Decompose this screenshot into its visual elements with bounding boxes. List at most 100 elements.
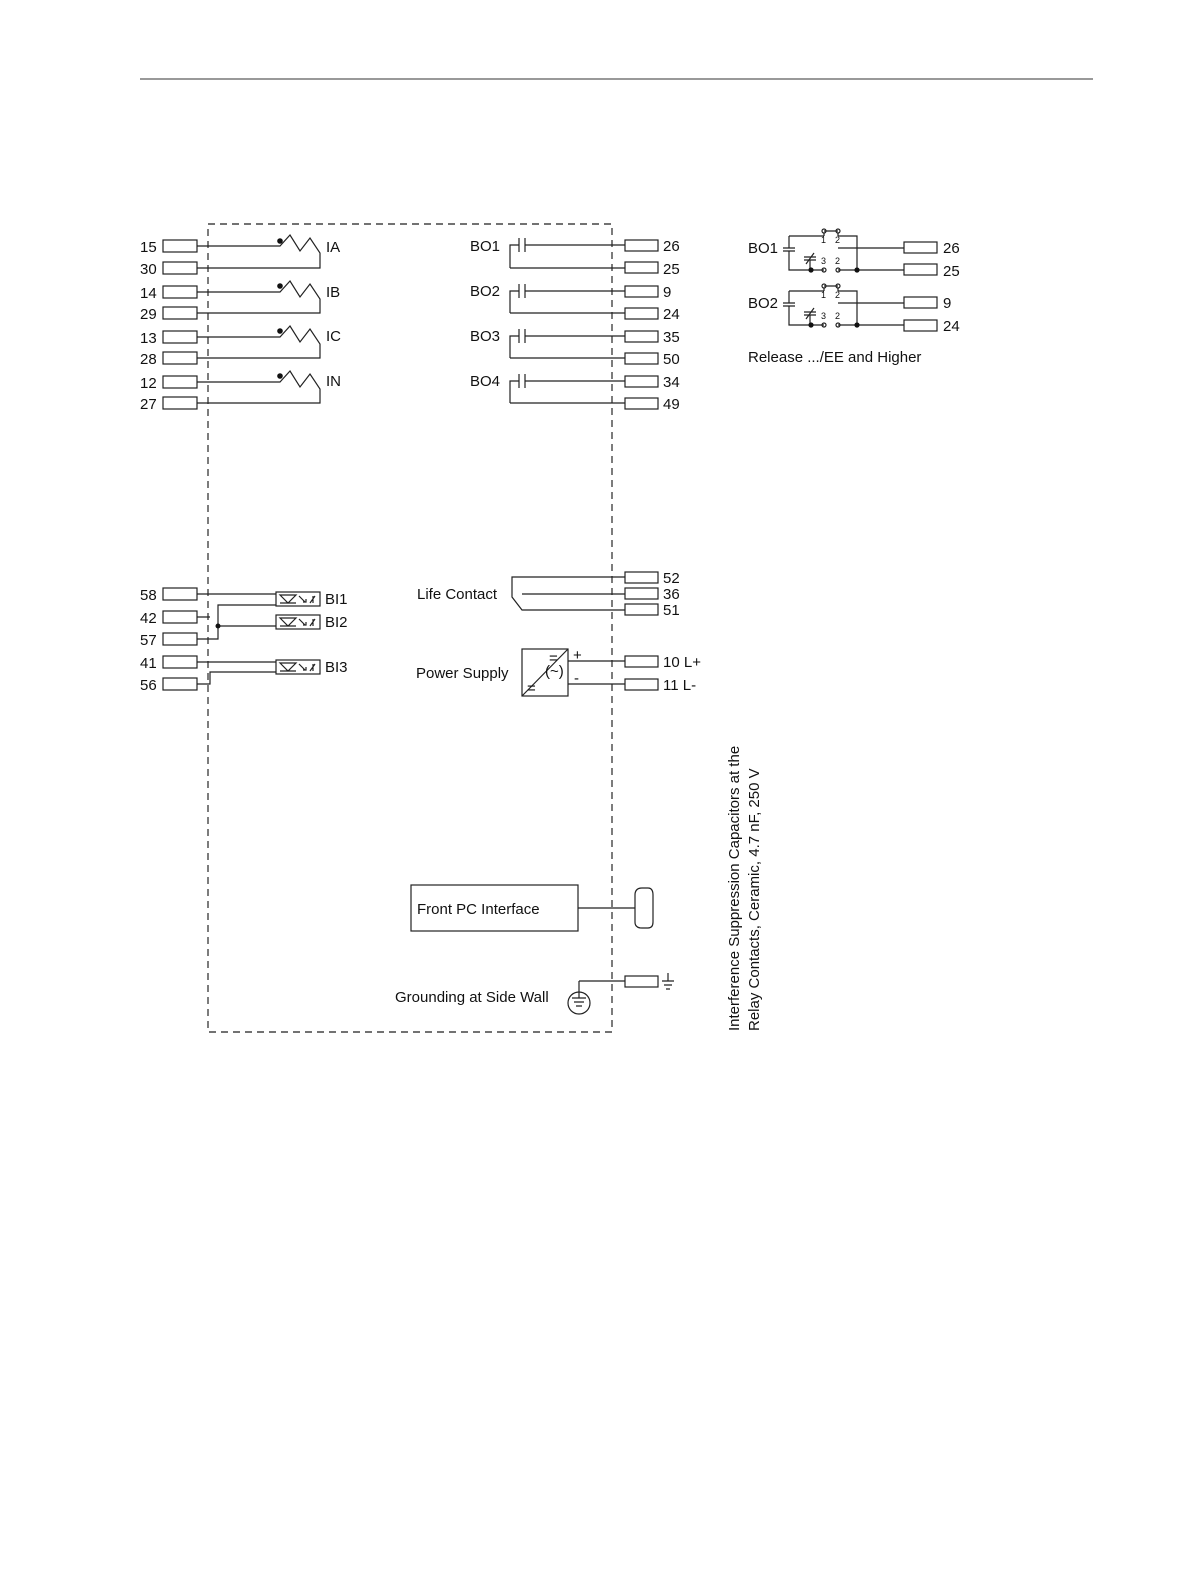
note-line-2: Relay Contacts, Ceramic, 4.7 nF, 250 V: [746, 768, 763, 1031]
terminal-label: 34: [663, 374, 680, 391]
terminal-label: 29: [140, 306, 157, 323]
terminal-label: 49: [663, 396, 680, 413]
terminal-15[interactable]: [162, 239, 198, 253]
terminal-label: 58: [140, 587, 157, 604]
terminal-label: 14: [140, 285, 157, 302]
terminal-57[interactable]: [162, 632, 198, 646]
power-supply-label: Power Supply: [416, 665, 509, 682]
terminal-label: 9: [943, 295, 951, 312]
input-label-ib: IB: [326, 284, 340, 301]
terminal-28[interactable]: [162, 351, 198, 365]
terminal-36[interactable]: [624, 587, 659, 600]
terminal-label: 36: [663, 586, 680, 603]
pin-number: 2: [835, 235, 840, 245]
life-contact-switch: [511, 576, 625, 611]
terminal-25[interactable]: [624, 261, 659, 274]
pin-number: 1: [821, 290, 826, 300]
binary-outputs: BO1 26 25 BO2 9 24 BO3 35 50 BO4 34 49: [470, 238, 680, 413]
polarity-dot: [277, 283, 283, 289]
terminal-label: 57: [140, 632, 157, 649]
bi-label-bi3: BI3: [325, 659, 348, 676]
terminal-14[interactable]: [162, 285, 198, 299]
terminal-12[interactable]: [162, 375, 198, 389]
terminal-label: 25: [943, 263, 960, 280]
terminal-label: 11 L-: [663, 677, 696, 694]
terminal-27[interactable]: [162, 396, 198, 410]
terminal-50[interactable]: [624, 352, 659, 365]
terminal-13[interactable]: [162, 330, 198, 344]
terminal-label: 51: [663, 602, 680, 619]
detail-label-bo2: BO2: [748, 295, 778, 312]
ct-coil-in: [197, 370, 321, 404]
terminal-52[interactable]: [624, 571, 659, 584]
terminal-label: 42: [140, 610, 157, 627]
optocoupler-bi2: BI2: [275, 614, 348, 631]
ps-ac: (~): [545, 663, 564, 680]
terminal-9-detail[interactable]: [903, 296, 938, 309]
terminal-label: 30: [140, 261, 157, 278]
pin-number: 1: [821, 235, 826, 245]
terminal-10[interactable]: [624, 655, 659, 668]
terminal-11[interactable]: [624, 678, 659, 691]
terminal-26-detail[interactable]: [903, 241, 938, 254]
terminal-label: 10 L+: [663, 654, 701, 671]
input-label-ic: IC: [326, 328, 341, 345]
terminal-51[interactable]: [624, 603, 659, 616]
ground-icon: [662, 973, 674, 990]
terminal-49[interactable]: [624, 397, 659, 410]
front-pc-box: [410, 884, 579, 932]
pin-number: 3: [821, 311, 826, 321]
ps-minus: -: [574, 670, 579, 687]
terminal-label: 56: [140, 677, 157, 694]
pin-number: 2: [835, 256, 840, 266]
terminal-label: 25: [663, 261, 680, 278]
terminal-58[interactable]: [162, 587, 198, 601]
terminal-30[interactable]: [162, 261, 198, 275]
terminal-9[interactable]: [624, 285, 659, 298]
terminal-41[interactable]: [162, 655, 198, 669]
optocoupler-bi1: BI1: [275, 591, 348, 608]
terminal-label: 52: [663, 570, 680, 587]
front-pc-interface: Front PC Interface: [410, 884, 654, 932]
terminal-34[interactable]: [624, 375, 659, 388]
terminal-24-detail[interactable]: [903, 319, 938, 332]
terminal-label: 9: [663, 284, 671, 301]
ct-coil-ib: [197, 280, 321, 314]
sub-d-connector[interactable]: [634, 887, 654, 929]
terminal-56[interactable]: [162, 677, 198, 691]
note-line-1: Interference Suppression Capacitors at t…: [726, 746, 743, 1031]
terminal-label: 26: [663, 238, 680, 255]
terminal-label: 50: [663, 351, 680, 368]
terminal-29[interactable]: [162, 306, 198, 320]
terminal-ground[interactable]: [624, 975, 659, 988]
output-label-bo4: BO4: [470, 373, 500, 390]
terminal-42[interactable]: [162, 610, 198, 624]
ct-coil-ia: [197, 234, 321, 269]
suppression-note: Interference Suppression Capacitors at t…: [726, 746, 763, 1031]
bi-label-bi1: BI1: [325, 591, 348, 608]
current-inputs: 15 30 14 29 13 28 12 27 IA IB IC IN: [140, 234, 341, 413]
terminal-label: 24: [943, 318, 960, 335]
pin-number: 2: [835, 290, 840, 300]
optocoupler-bi3: BI3: [275, 659, 348, 676]
terminal-35[interactable]: [624, 330, 659, 343]
ps-dc-top: =: [549, 650, 558, 667]
front-pc-label: Front PC Interface: [417, 901, 540, 918]
terminal-label: 41: [140, 655, 157, 672]
terminal-26[interactable]: [624, 239, 659, 252]
polarity-dot: [277, 238, 283, 244]
terminal-label: 13: [140, 330, 157, 347]
terminal-25-detail[interactable]: [903, 263, 938, 276]
polarity-dot: [277, 373, 283, 379]
device-housing: [207, 223, 613, 1033]
power-supply: Power Supply = (~) = + - 10 L+ 11 L-: [416, 647, 701, 697]
terminal-label: 24: [663, 306, 680, 323]
terminal-label: 35: [663, 329, 680, 346]
relay-contact-bo2: [509, 284, 625, 314]
grounding-label: Grounding at Side Wall: [395, 989, 549, 1006]
terminal-label: 27: [140, 396, 157, 413]
binary-inputs: 58 42 57 41 56 BI1 BI2 BI3: [140, 587, 348, 694]
junction-dot: [215, 623, 221, 629]
terminal-24[interactable]: [624, 307, 659, 320]
